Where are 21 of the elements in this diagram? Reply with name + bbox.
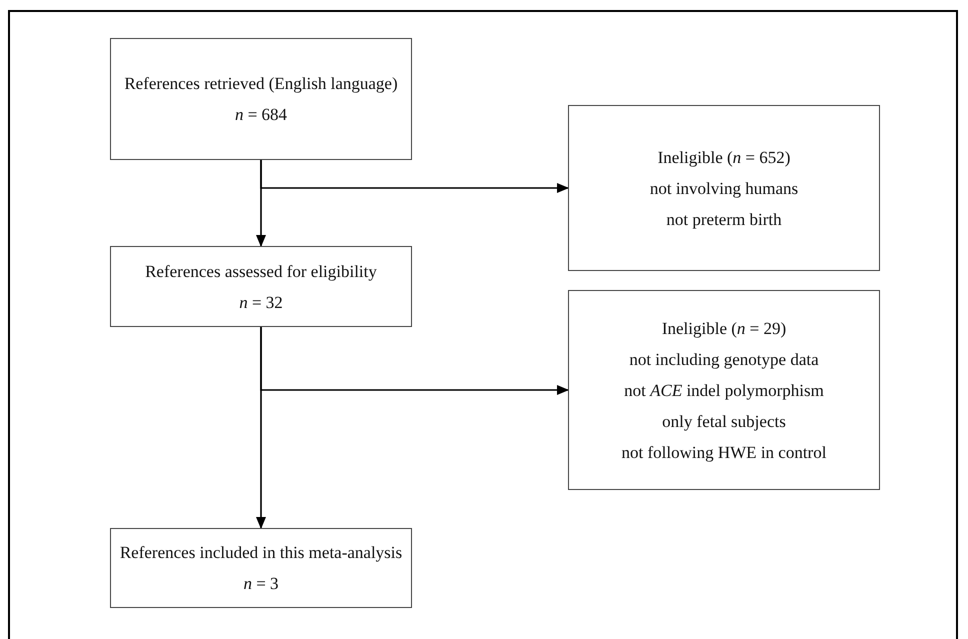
box-text: only fetal subjects xyxy=(662,410,786,433)
process-box xyxy=(110,38,412,160)
box-text: not preterm birth xyxy=(666,208,782,231)
box-text: n = 684 xyxy=(234,104,288,126)
box-text: not ACE indel polymorphism xyxy=(624,380,824,402)
box-heading: References included in this meta-analysis xyxy=(120,542,402,564)
arrow xyxy=(260,327,569,395)
process-box xyxy=(110,246,412,327)
box-text: n = 32 xyxy=(239,292,283,314)
box-text: not including genotype data xyxy=(629,348,819,371)
process-box xyxy=(568,105,880,271)
process-box xyxy=(110,528,412,608)
process-box xyxy=(568,290,880,490)
box-text: not following HWE in control xyxy=(622,442,826,464)
box-heading: Ineligible (n = 652) xyxy=(658,146,790,169)
box-heading: References retrieved (English language) xyxy=(124,73,398,95)
box-heading: References assessed for eligibility xyxy=(145,260,377,283)
arrow xyxy=(260,160,569,193)
box-heading: Ineligible (n = 29) xyxy=(662,318,786,340)
box-text: not involving humans xyxy=(650,178,798,200)
box-text: n = 3 xyxy=(243,573,279,595)
